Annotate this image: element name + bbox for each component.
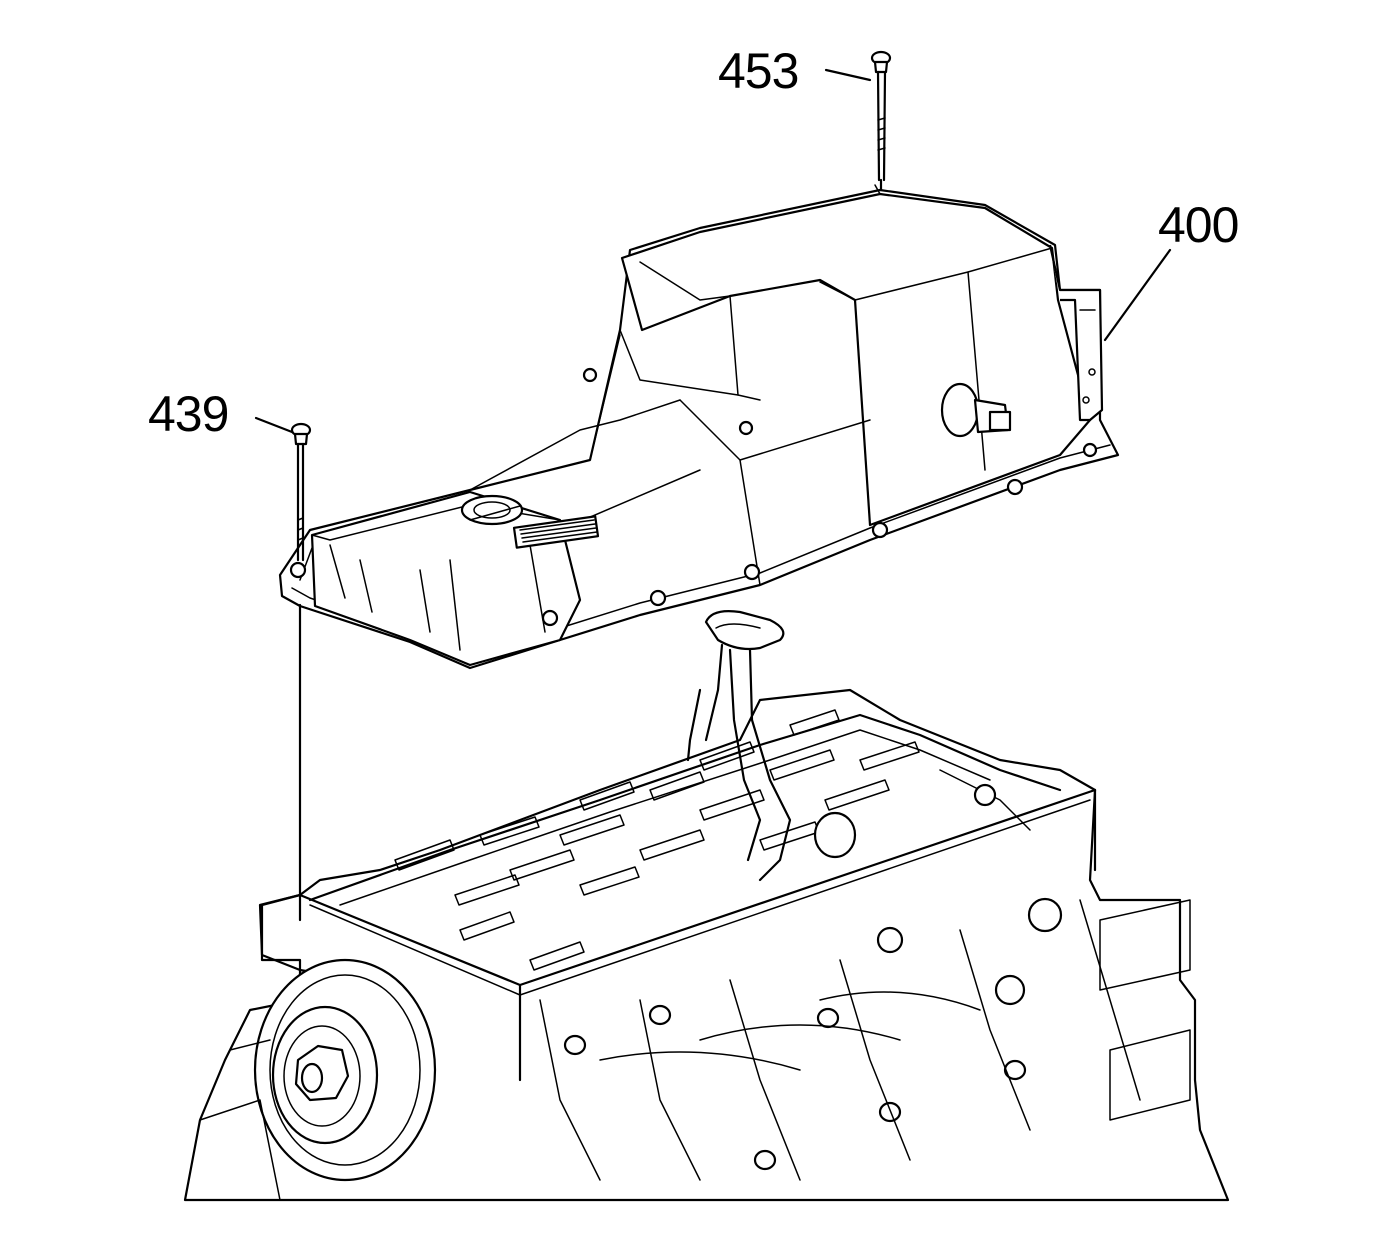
valley-vent-slots (394, 709, 920, 971)
oil-pickup-tube (686, 610, 792, 882)
callout-439: 439 (148, 386, 229, 442)
deck-bosses (563, 897, 1063, 1171)
leader-439 (254, 416, 294, 434)
callout-400: 400 (1158, 197, 1239, 253)
oil-pan (278, 184, 1120, 670)
leader-400 (1103, 248, 1172, 342)
leader-453 (824, 68, 872, 82)
bolt-453 (870, 50, 892, 182)
pan-bolt-bosses (289, 367, 1098, 627)
oil-level-sensor (940, 382, 1012, 438)
engine-block (183, 610, 1230, 1202)
nameplate-ribs (519, 519, 598, 543)
callout-453: 453 (718, 43, 799, 99)
crankshaft-balancer (253, 958, 437, 1182)
bolt-439 (290, 422, 312, 562)
